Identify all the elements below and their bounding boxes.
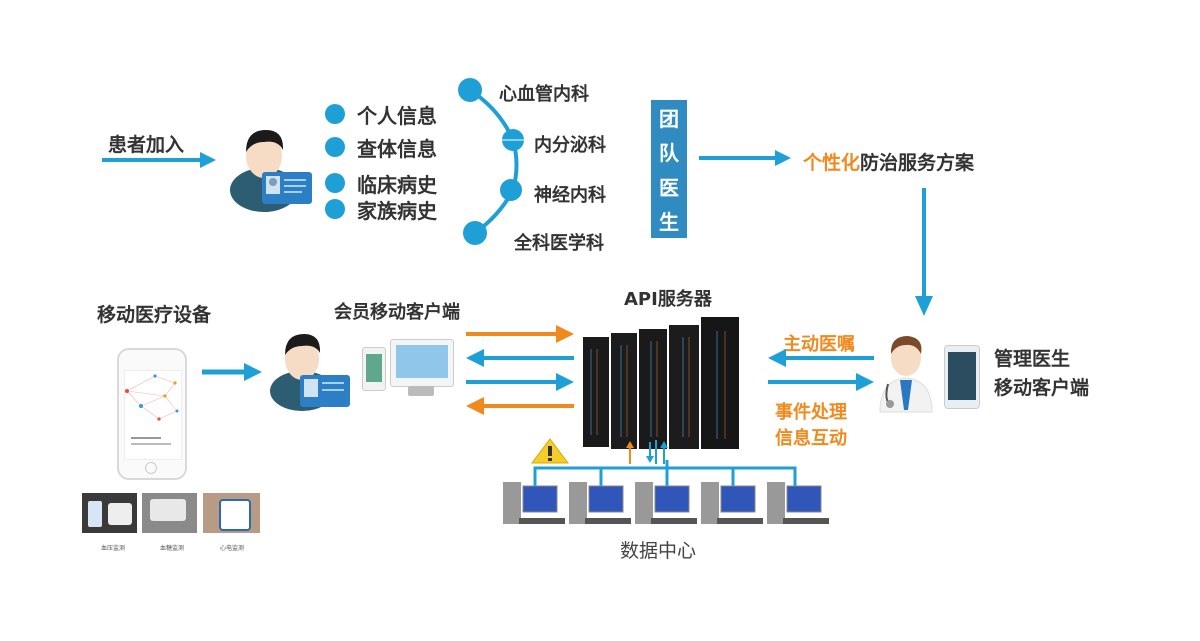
warning-icon (531, 438, 569, 464)
doctor-avatar-icon (879, 336, 933, 413)
blood-glucose-device-photo (142, 493, 197, 533)
patient-info-item: 临床病史 (357, 173, 437, 197)
patient-info-item: 家族病史 (357, 199, 437, 223)
arrow-right-icon (102, 152, 216, 168)
doctor-client-label-line2: 移动客户端 (994, 377, 1090, 399)
patient-avatar-icon (228, 118, 328, 212)
client-server-arrows (466, 325, 574, 415)
member-client-label: 会员移动客户端 (334, 302, 460, 323)
bullet-icon (325, 173, 345, 193)
department-item: 全科医学科 (514, 233, 604, 254)
service-plan-highlight: 个性化 (803, 152, 861, 174)
department-connector (458, 78, 524, 245)
member-avatar-icon (268, 325, 363, 411)
arrow-right-icon (202, 363, 262, 381)
blood-pressure-device-photo (82, 493, 137, 533)
ecg-device-photo (203, 493, 260, 533)
info-interaction-label: 信息互动 (775, 428, 847, 449)
server-rack-icon (583, 317, 739, 449)
proactive-order-label: 主动医嘱 (783, 334, 855, 355)
patient-info-item: 查体信息 (357, 137, 437, 161)
team-doctor-char: 医 (659, 175, 679, 200)
bullet-icon (325, 199, 345, 219)
tablet-icon (944, 345, 980, 409)
department-item: 内分泌科 (534, 135, 606, 156)
mobile-device-label: 移动医疗设备 (97, 304, 212, 326)
data-center-network (503, 460, 829, 524)
server-doctor-arrows (768, 349, 874, 391)
team-doctor-char: 生 (659, 210, 679, 235)
department-item: 神经内科 (534, 185, 606, 206)
team-doctor-char: 团 (659, 106, 679, 131)
arrow-down-icon (915, 188, 933, 316)
mobile-phone-icon (362, 347, 386, 391)
patient-join-label: 患者加入 (108, 134, 185, 156)
doctor-client-label-line1: 管理医生 (994, 348, 1071, 370)
api-server-label: API服务器 (624, 289, 712, 310)
device-caption: 血压监测 (101, 545, 126, 552)
team-doctor-box: 团 队 医 生 (651, 100, 687, 238)
event-handling-label: 事件处理 (775, 402, 847, 423)
device-caption: 心电监测 (220, 545, 245, 552)
team-doctor-char: 队 (659, 141, 679, 166)
sync-arrows-icon (626, 440, 668, 464)
data-center-label: 数据中心 (620, 540, 697, 562)
bullet-icon (325, 104, 345, 124)
department-item: 心血管内科 (499, 84, 589, 105)
desktop-monitor-icon (390, 339, 454, 387)
service-plan-label: 个性化防治服务方案 (803, 148, 974, 175)
bullet-icon (325, 137, 345, 157)
device-caption: 血糖监测 (160, 545, 185, 552)
arrow-right-icon (699, 150, 791, 166)
patient-info-item: 个人信息 (357, 104, 437, 128)
smartphone-icon (117, 348, 187, 480)
service-plan-rest: 防治服务方案 (860, 152, 975, 174)
monitor-stand (408, 386, 434, 396)
